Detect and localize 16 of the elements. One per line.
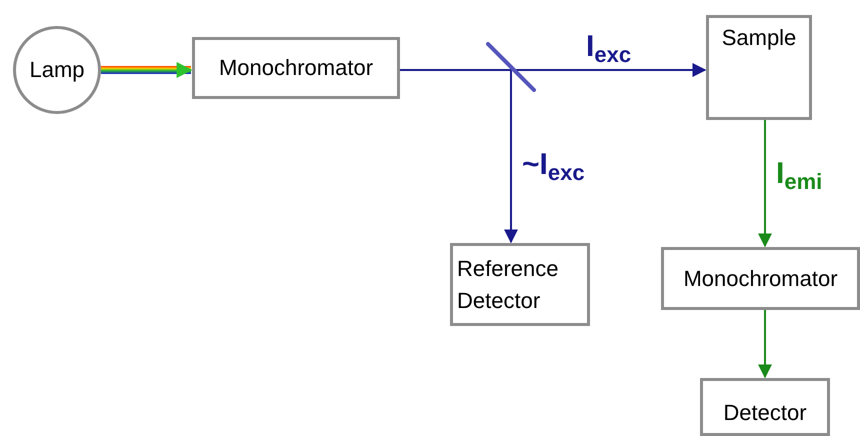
component-box — [192, 37, 400, 99]
node-label: Monochromator — [683, 264, 838, 292]
light-beam-arrow — [101, 62, 193, 78]
beam-arrow — [504, 67, 518, 244]
node-label: Reference Detector — [457, 254, 560, 314]
node-label: Lamp — [29, 56, 85, 84]
beam-arrow — [758, 310, 772, 378]
node-label: Detector — [723, 399, 807, 427]
component-box — [450, 243, 590, 326]
beam-splitter-mirror — [486, 42, 536, 92]
node-label: Sample — [722, 24, 796, 52]
component-box — [700, 378, 830, 436]
component-box — [661, 247, 860, 310]
component-box — [706, 15, 812, 120]
beam-arrow — [758, 120, 772, 248]
node-label: Monochromator — [218, 54, 374, 82]
